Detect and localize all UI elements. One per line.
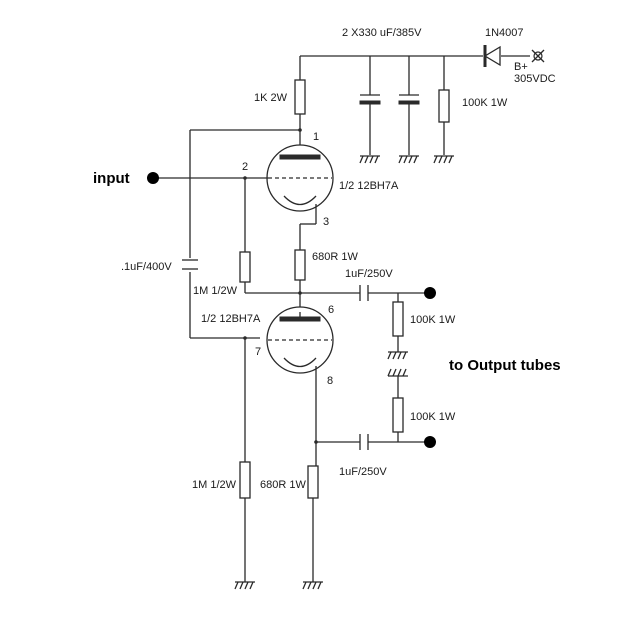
resistor-100k-low — [387, 368, 408, 442]
ground-symbols-bottom — [234, 581, 323, 590]
junction-dot — [298, 128, 302, 132]
label-r-680-top: 680R 1W — [312, 251, 358, 263]
filter-cap-2 — [398, 56, 420, 155]
label-r-1m-top: 1M 1/2W — [193, 285, 238, 297]
label-pin1: 1 — [313, 131, 319, 143]
label-supply-voltage: 305VDC — [514, 73, 556, 85]
label-r-680-bottom: 680R 1W — [260, 479, 306, 491]
diode-1n4007 — [483, 45, 501, 67]
label-r-100k-low: 100K 1W — [410, 411, 456, 423]
resistor-1k-2w — [294, 56, 306, 155]
label-pin7: 7 — [255, 346, 261, 358]
label-pin8: 8 — [327, 375, 333, 387]
resistor-1m-bottom — [239, 461, 251, 582]
junction-dot — [314, 440, 318, 444]
label-r-100k-mid: 100K 1W — [410, 314, 456, 326]
label-cap-bootstrap: .1uF/400V — [121, 261, 172, 273]
tube-upper — [266, 144, 334, 212]
output-terminal-top — [424, 287, 436, 299]
input-wire — [153, 177, 268, 252]
label-r-1m-bottom: 1M 1/2W — [192, 479, 237, 491]
bleeder-resistor-100k — [438, 56, 450, 155]
filter-cap-1 — [359, 56, 381, 155]
ground-symbols-top — [359, 155, 454, 164]
bootstrap-wire — [189, 129, 300, 339]
resistor-1m-top — [239, 251, 360, 294]
label-cap-coupling-bottom: 1uF/250V — [339, 466, 387, 478]
label-pin2: 2 — [242, 161, 248, 173]
resistor-680r-bottom — [307, 465, 319, 582]
cathode-lower-wire — [315, 366, 360, 466]
label-tube-top: 1/2 12BH7A — [339, 180, 399, 192]
label-output-tubes: to Output tubes — [449, 357, 561, 374]
label-input: input — [93, 170, 130, 187]
label-r-1k: 1K 2W — [254, 92, 288, 104]
resistor-680r-top — [294, 249, 306, 312]
bplus-terminal — [531, 49, 545, 63]
tube-lower — [266, 306, 334, 374]
junction-dot — [243, 176, 247, 180]
junction-dot — [298, 291, 302, 295]
coupling-cap-bottom — [359, 434, 430, 450]
label-tube-bottom: 1/2 12BH7A — [201, 313, 261, 325]
label-bplus: B+ — [514, 61, 528, 73]
cathode-upper-wire — [299, 204, 317, 250]
label-diode: 1N4007 — [485, 27, 524, 39]
label-cap-coupling-top: 1uF/250V — [345, 268, 393, 280]
label-pin6: 6 — [328, 304, 334, 316]
label-caps-top: 2 X330 uF/385V — [342, 27, 422, 39]
cap-01uf-400v — [182, 259, 198, 270]
junction-dot — [243, 336, 247, 340]
input-terminal — [147, 172, 159, 184]
output-terminal-bottom — [424, 436, 436, 448]
resistor-100k-mid — [387, 293, 408, 360]
coupling-cap-top — [359, 285, 430, 301]
label-pin3: 3 — [323, 216, 329, 228]
label-r-100k-top: 100K 1W — [462, 97, 508, 109]
